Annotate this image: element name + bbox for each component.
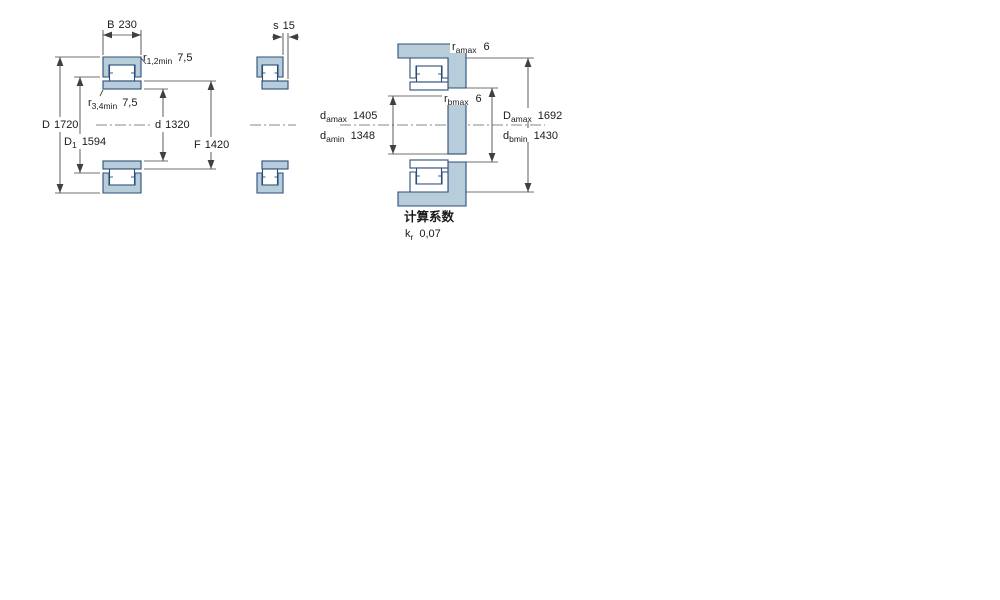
calc-factors-heading: 计算系数: [404, 209, 455, 224]
label-bg: [152, 117, 192, 132]
inner-ring-bottom: [102, 160, 142, 170]
dim-lines-Da: [466, 57, 534, 193]
label-bg: [62, 134, 106, 149]
roller-bottom: [108, 168, 136, 186]
inner-ring-bottom: [261, 160, 289, 170]
bearing-outline-outer-bottom: [409, 171, 449, 193]
label-bg: [442, 92, 488, 105]
dim-lines-F: [144, 80, 216, 170]
inner-ring-top: [102, 80, 142, 90]
label-bg: [501, 128, 565, 142]
inner-ring-top: [261, 80, 289, 90]
leader-r12: [140, 57, 147, 65]
outer-ring-bottom: [102, 172, 142, 194]
dim-lines-da: [388, 95, 448, 155]
leader-r34: [99, 89, 104, 97]
dim-lines-db: [466, 87, 498, 163]
label-bg: [40, 117, 80, 132]
label-bg: [191, 137, 233, 152]
dim-lines-s: [272, 33, 299, 79]
label-bg: [501, 108, 567, 122]
dim-lines-B: [102, 30, 142, 55]
bearing-outline-inner-top: [409, 81, 449, 91]
bearing-outline-roller-top: [415, 65, 443, 83]
bearing-outline-roller-bottom: [415, 167, 443, 185]
outer-ring-bottom: [256, 172, 284, 194]
dim-lines-D1: [74, 76, 100, 174]
label-bg: [450, 40, 494, 53]
roller-top: [108, 64, 136, 82]
bearing-outline-inner-bottom: [409, 159, 449, 169]
